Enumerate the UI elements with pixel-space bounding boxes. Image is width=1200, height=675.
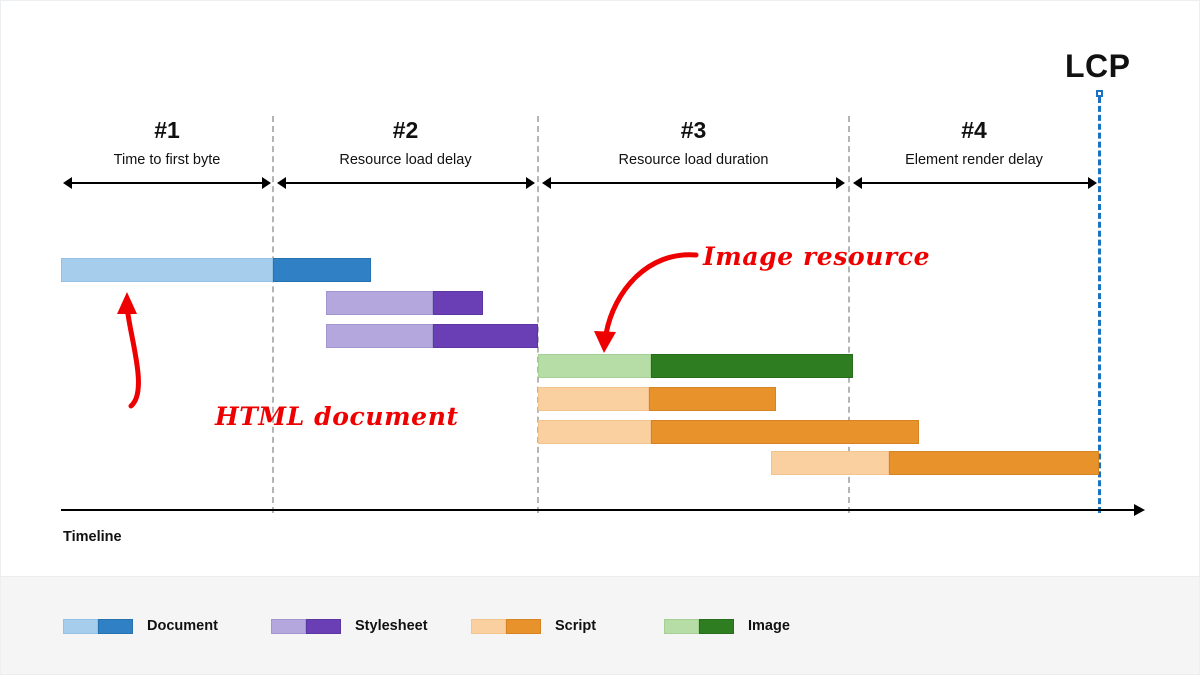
bar-segment-wait — [771, 451, 889, 475]
legend-swatch-wait — [664, 618, 699, 634]
bar-segment-load — [649, 387, 776, 411]
bar-segment-wait — [538, 420, 651, 444]
legend-swatch-load — [98, 618, 133, 634]
lcp-marker-line — [1098, 97, 1101, 513]
legend-label-stylesheet: Stylesheet — [355, 618, 428, 634]
annotation-image-resource: Image resource — [703, 242, 931, 271]
legend-swatch-wait — [271, 618, 306, 634]
resource-bar-stylesheet-1 — [326, 291, 483, 315]
arrow-head-right-icon — [262, 177, 271, 189]
arrow-shaft — [859, 182, 1091, 184]
legend-item-image: Image — [664, 618, 790, 634]
resource-bar-script-3 — [771, 451, 1099, 475]
phase-name-1: Time to first byte — [113, 152, 221, 168]
legend-swatch-wait — [471, 618, 506, 634]
legend-swatch-load — [699, 618, 734, 634]
timeline-axis — [61, 509, 1136, 511]
phase-measure-arrow-1 — [63, 177, 271, 189]
bar-segment-load — [433, 291, 483, 315]
phase-header-3: #3 Resource load duration — [538, 119, 849, 168]
legend-item-stylesheet: Stylesheet — [271, 618, 428, 634]
bar-segment-wait — [61, 258, 273, 282]
legend-label-script: Script — [555, 618, 597, 634]
legend-swatch-script — [471, 618, 541, 634]
resource-bar-image — [538, 354, 853, 378]
arrow-head-right-icon — [1088, 177, 1097, 189]
legend-swatch-image — [664, 618, 734, 634]
bar-segment-load — [889, 451, 1099, 475]
bar-segment-load — [651, 420, 919, 444]
resource-bar-document — [61, 258, 371, 282]
legend-swatch-stylesheet — [271, 618, 341, 634]
phase-measure-arrow-2 — [277, 177, 535, 189]
arrow-head-left-icon — [63, 177, 72, 189]
bar-segment-load — [651, 354, 853, 378]
bar-segment-wait — [326, 291, 433, 315]
phase-name-2: Resource load delay — [339, 152, 472, 168]
timeline-axis-label: Timeline — [63, 529, 122, 545]
html-document-annotation-arrow-icon — [117, 292, 141, 409]
legend-swatch-wait — [63, 618, 98, 634]
phase-header-1: #1 Time to first byte — [61, 119, 273, 168]
arrow-head-right-icon — [526, 177, 535, 189]
lcp-label: LCP — [1065, 48, 1131, 84]
resource-bar-stylesheet-2 — [326, 324, 538, 348]
phase-divider-1 — [272, 116, 274, 513]
phase-measure-arrow-4 — [853, 177, 1097, 189]
legend-item-script: Script — [471, 618, 596, 634]
bar-segment-wait — [538, 354, 651, 378]
phase-name-4: Element render delay — [905, 152, 1043, 168]
arrow-head-left-icon — [277, 177, 286, 189]
image-resource-annotation-arrow-icon — [594, 252, 699, 353]
legend-label-image: Image — [748, 618, 790, 634]
legend-swatch-document — [63, 618, 133, 634]
bar-segment-wait — [538, 387, 649, 411]
legend-swatch-load — [306, 618, 341, 634]
arrow-shaft — [548, 182, 839, 184]
timeline-axis-arrow-icon — [1134, 504, 1145, 516]
legend-panel: Document Stylesheet Script Image — [1, 576, 1199, 674]
arrow-head-right-icon — [836, 177, 845, 189]
bar-segment-load — [273, 258, 371, 282]
bar-segment-wait — [326, 324, 433, 348]
resource-bar-script-1 — [538, 387, 776, 411]
chart-area: LCP #1 Time to first byte #2 Resource lo… — [1, 1, 1199, 576]
annotation-html-document: HTML document — [215, 402, 459, 431]
phase-divider-3 — [848, 116, 850, 513]
phase-number-4: #4 — [961, 117, 987, 143]
arrow-shaft — [69, 182, 265, 184]
arrow-head-left-icon — [853, 177, 862, 189]
lcp-marker-cap — [1096, 90, 1103, 97]
bar-segment-load — [433, 324, 538, 348]
phase-number-2: #2 — [392, 117, 419, 143]
phase-header-2: #2 Resource load delay — [273, 119, 538, 168]
legend-item-document: Document — [63, 618, 218, 634]
phase-number-1: #1 — [154, 117, 180, 143]
phase-measure-arrow-3 — [542, 177, 845, 189]
phase-name-3: Resource load duration — [618, 152, 769, 168]
legend-swatch-load — [506, 618, 541, 634]
arrow-shaft — [283, 182, 529, 184]
legend-label-document: Document — [147, 618, 218, 634]
phase-header-4: #4 Element render delay — [849, 119, 1099, 168]
phase-number-3: #3 — [680, 117, 707, 143]
arrow-head-left-icon — [542, 177, 551, 189]
phase-divider-2 — [537, 116, 539, 513]
resource-bar-script-2 — [538, 420, 919, 444]
